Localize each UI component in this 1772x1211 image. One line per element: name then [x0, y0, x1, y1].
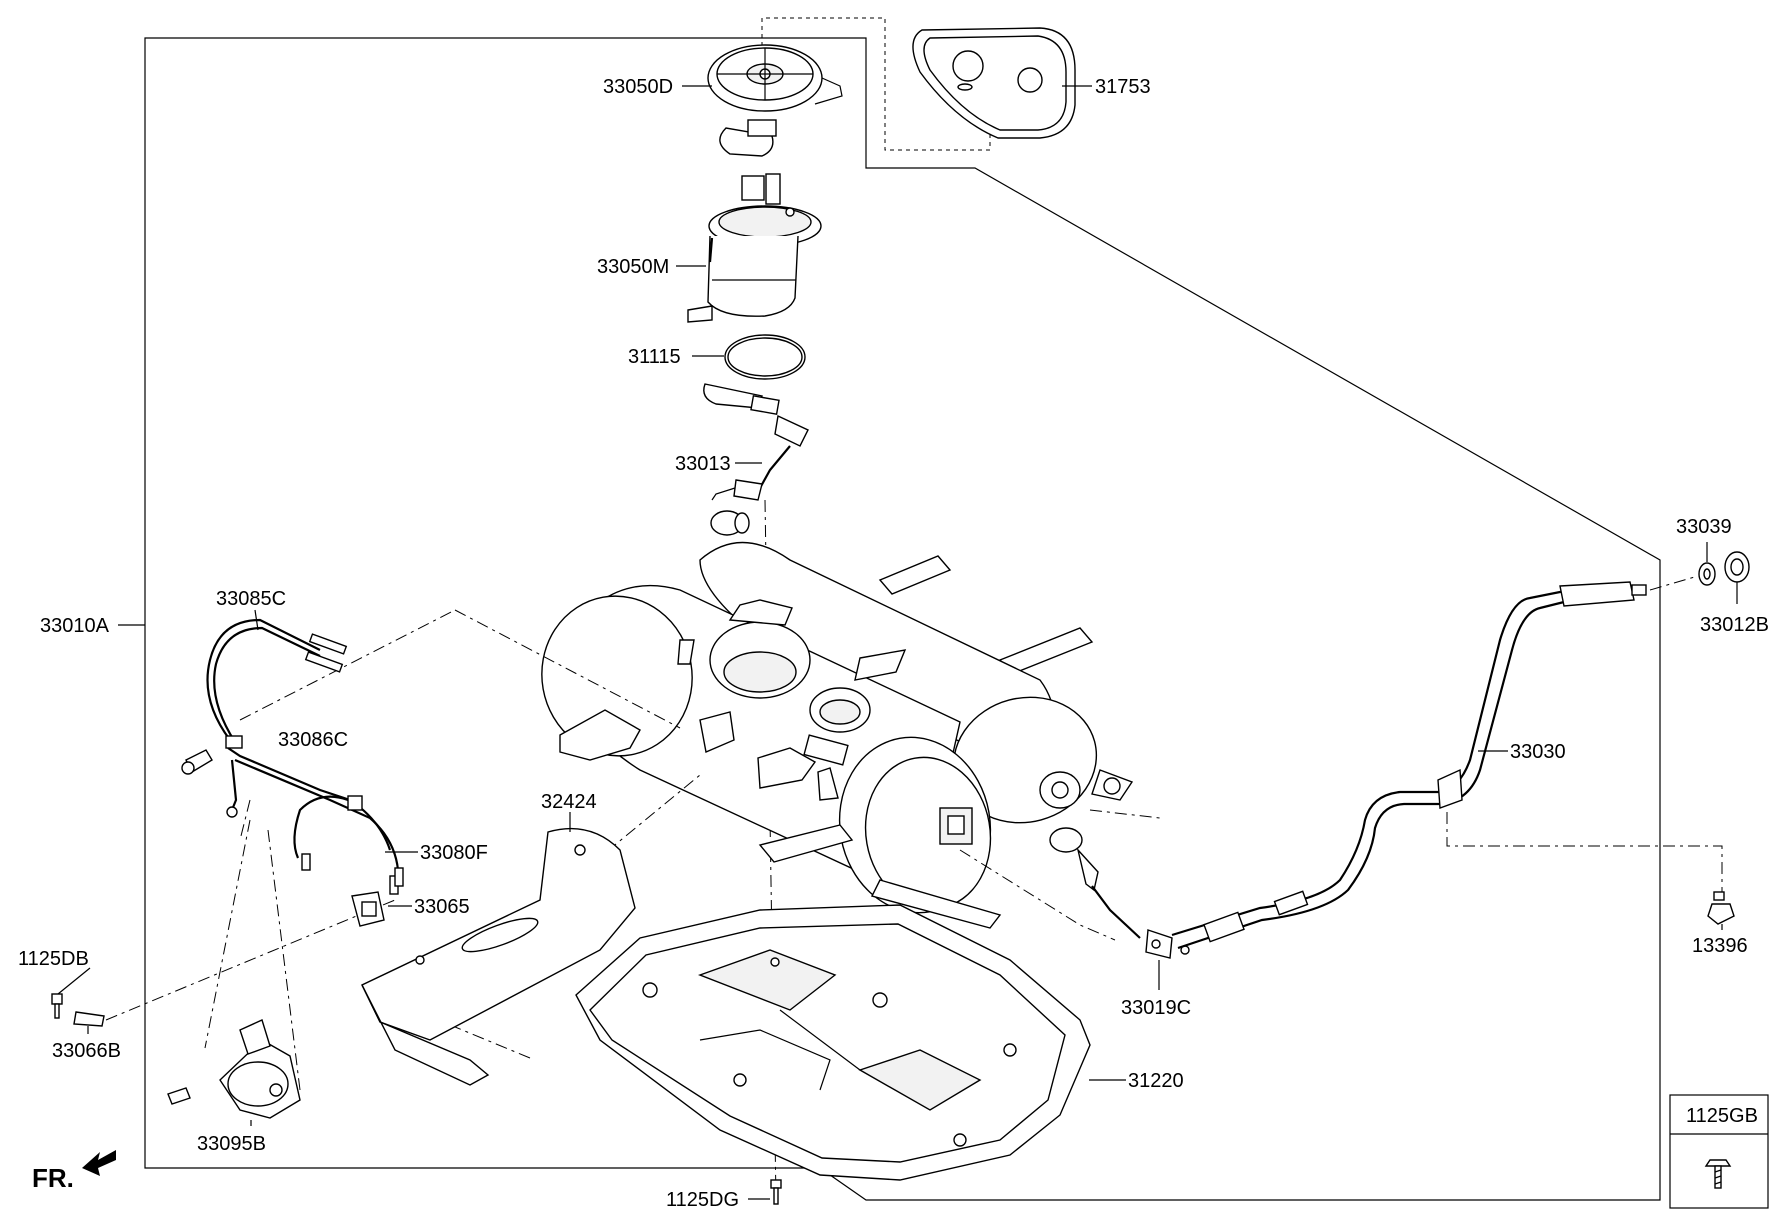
label-1125DG: 1125DG — [666, 1189, 739, 1211]
fuel-line-33030 — [1171, 581, 1647, 950]
clip-33065 — [351, 891, 385, 927]
cap-33050D — [707, 44, 843, 157]
label-33085C: 33085C — [216, 588, 286, 610]
sender-33013 — [703, 383, 809, 536]
guide-lines-fastener — [1089, 809, 1161, 819]
label-33050M: 33050M — [597, 256, 669, 278]
label-33095B: 33095B — [197, 1133, 266, 1155]
label-33013: 33013 — [675, 453, 731, 475]
fuel-tank — [541, 541, 1098, 929]
assembly-boundary — [144, 37, 1661, 1201]
label-33010A: 33010A — [40, 615, 110, 637]
guide-lines-left-3 — [239, 609, 456, 721]
plug-33012B-inner — [1730, 558, 1744, 576]
pump-module-33050M — [687, 173, 822, 323]
label-31753: 31753 — [1095, 76, 1151, 98]
front-direction-label: FR. — [32, 1163, 74, 1193]
label-33050D: 33050D — [603, 76, 673, 98]
screw-icon — [1704, 1159, 1732, 1189]
label-33039: 33039 — [1676, 516, 1732, 538]
label-13396: 13396 — [1692, 935, 1748, 957]
guide-lines-left — [454, 609, 681, 729]
legend-box-title: 1125GB — [1686, 1105, 1758, 1127]
guide-lines-left-2 — [105, 899, 396, 1021]
bolt-1125DG — [770, 1179, 782, 1205]
gasket-31753 — [912, 27, 1076, 139]
label-1125DB: 1125DB — [18, 948, 89, 970]
oring-31115-inner — [727, 337, 803, 377]
fitting-33019C — [1049, 769, 1190, 959]
legend-box-1125GB: 1125GB — [1669, 1094, 1769, 1209]
connector-33039 — [1649, 575, 1699, 591]
front-arrow-icon — [82, 1150, 116, 1176]
bolt-1125DB — [51, 993, 63, 1019]
label-31115: 31115 — [628, 346, 681, 368]
label-33065: 33065 — [414, 896, 470, 918]
bracket-33095B-dashes — [204, 799, 301, 1091]
label-31220: 31220 — [1128, 1070, 1184, 1092]
label-33080F: 33080F — [420, 842, 488, 864]
leader-lines — [57, 85, 1738, 1200]
label-33030: 33030 — [1510, 741, 1566, 763]
bracket-33095B — [167, 1019, 301, 1119]
label-33086C: 33086C — [278, 729, 348, 751]
connector-13396 — [1446, 812, 1723, 900]
clip-33066B — [73, 1011, 105, 1027]
washer-33039-inner — [1703, 568, 1711, 580]
nut-13396 — [1707, 891, 1735, 925]
label-33019C: 33019C — [1121, 997, 1191, 1019]
label-33012B: 33012B — [1700, 614, 1769, 636]
label-33066B: 33066B — [52, 1040, 121, 1062]
under-cover-31220 — [575, 904, 1091, 1181]
label-32424: 32424 — [541, 791, 597, 813]
heat-shield-32424 — [361, 827, 636, 1086]
connector-31753 — [761, 17, 991, 151]
hoses-33085C-33086C — [181, 618, 404, 895]
